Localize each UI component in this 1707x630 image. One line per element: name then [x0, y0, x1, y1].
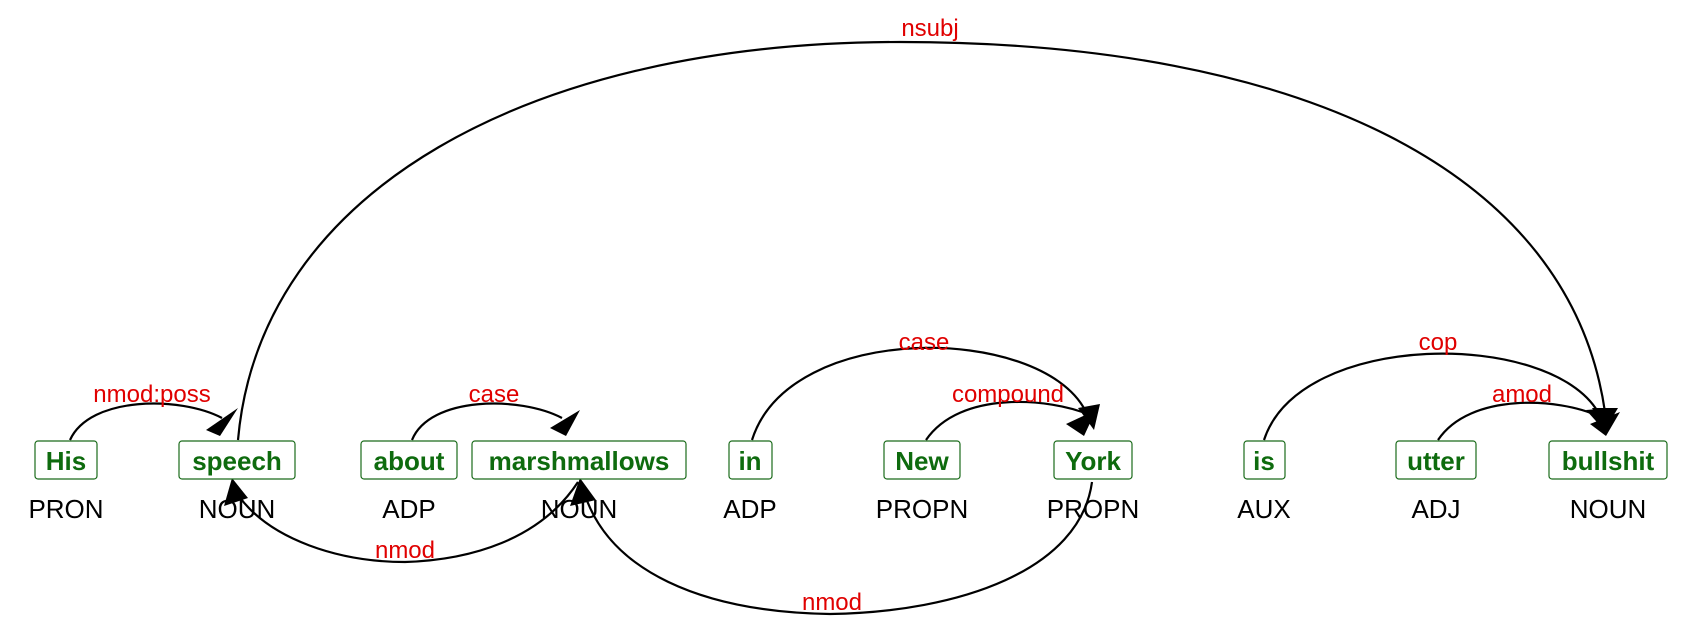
tag-utter: ADJ: [1411, 494, 1460, 524]
word-marshmallows: marshmallows: [489, 446, 670, 476]
word-york: York: [1065, 446, 1121, 476]
word-about: about: [374, 446, 445, 476]
tag-is: AUX: [1237, 494, 1290, 524]
arc-nsubj: [236, 40, 1607, 441]
token-about: about ADP: [360, 440, 458, 524]
tag-york: PROPN: [1047, 494, 1139, 524]
arc-nmod-marsh: [583, 481, 1094, 616]
token-marshmallows: marshmallows NOUN: [471, 440, 687, 524]
arc-nmod-poss: [68, 402, 223, 441]
arc-label-nmod-speech: nmod: [375, 537, 435, 564]
arrowhead-nmod-marsh: [570, 478, 596, 506]
word-his: His: [46, 446, 86, 476]
tokens: His PRON speech NOUN about ADP marshmall…: [28, 440, 1668, 524]
arc-cop: [1262, 352, 1599, 441]
tag-speech: NOUN: [199, 494, 276, 524]
arc-case-in: [750, 346, 1086, 441]
arc-label-nsubj: nsubj: [901, 15, 958, 42]
arc-label-nmod-marsh: nmod: [802, 589, 862, 616]
token-in: in ADP: [723, 440, 777, 524]
word-in: in: [738, 446, 761, 476]
arc-label-nmod-poss: nmod:poss: [93, 381, 210, 408]
arc-case-about: [410, 402, 563, 441]
arc-label-compound: compound: [952, 381, 1064, 408]
token-his: His PRON: [28, 440, 104, 524]
tag-new: PROPN: [876, 494, 968, 524]
token-new: New PROPN: [876, 440, 968, 524]
token-york: York PROPN: [1047, 440, 1139, 524]
arrowhead-amod: [1590, 412, 1620, 436]
arrowhead-nmod-speech: [224, 478, 248, 506]
tag-his: PRON: [28, 494, 103, 524]
arc-label-cop: cop: [1419, 329, 1458, 356]
tag-in: ADP: [723, 494, 776, 524]
tag-bullshit: NOUN: [1570, 494, 1647, 524]
word-is: is: [1253, 446, 1275, 476]
token-speech: speech NOUN: [178, 440, 296, 524]
word-bullshit: bullshit: [1562, 446, 1655, 476]
token-is: is AUX: [1237, 440, 1291, 524]
arrowhead-case-about: [550, 410, 580, 436]
arc-compound: [925, 400, 1091, 441]
arc-amod: [1437, 401, 1599, 441]
word-new: New: [895, 446, 949, 476]
arcs: nsubj nmod:poss case nmod nmod case comp…: [68, 15, 1620, 616]
arc-label-case-in: case: [899, 329, 950, 356]
arrowhead-compound: [1066, 410, 1096, 436]
token-bullshit: bullshit NOUN: [1548, 440, 1668, 524]
word-utter: utter: [1407, 446, 1465, 476]
word-speech: speech: [192, 446, 282, 476]
arc-label-case-about: case: [469, 381, 520, 408]
arc-label-amod: amod: [1492, 381, 1552, 408]
token-utter: utter ADJ: [1395, 440, 1477, 524]
tag-marshmallows: NOUN: [541, 494, 618, 524]
arc-nmod-speech: [237, 481, 579, 564]
arrowhead-nmod-poss: [206, 408, 238, 436]
tag-about: ADP: [382, 494, 435, 524]
